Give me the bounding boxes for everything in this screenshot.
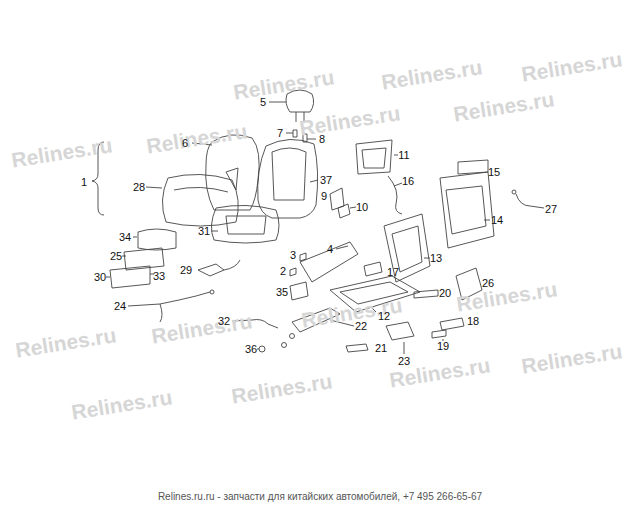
callout-number: 12: [378, 311, 390, 322]
callout-number: 1: [81, 177, 87, 188]
watermark: Relines.ru: [232, 66, 336, 103]
callout-number: 7: [277, 128, 283, 139]
callout-number: 5: [260, 97, 266, 108]
callout-number: 35: [276, 287, 288, 298]
callout-number: 15: [488, 167, 500, 178]
callout-number: 22: [355, 321, 367, 332]
watermark: Relines.ru: [298, 102, 402, 139]
callout-number: 16: [402, 176, 414, 187]
callout-number: 37: [320, 175, 332, 186]
callout-number: 30: [94, 272, 106, 283]
callout-number: 31: [198, 226, 210, 237]
callout-number: 23: [398, 356, 410, 367]
callout-number: 24: [114, 301, 126, 312]
callout-number: 27: [545, 204, 557, 215]
watermark: Relines.ru: [70, 386, 174, 423]
callout-number: 2: [280, 266, 286, 277]
callout-number: 4: [327, 244, 333, 255]
callout-number: 34: [119, 232, 131, 243]
watermark: Relines.ru: [520, 340, 624, 377]
watermark: Relines.ru: [14, 324, 118, 361]
watermark: Relines.ru: [230, 370, 334, 407]
callout-number: 3: [290, 250, 296, 261]
callout-number: 17: [387, 267, 399, 278]
callout-number: 9: [321, 191, 327, 202]
callout-number: 36: [245, 344, 257, 355]
watermark: Relines.ru: [455, 278, 559, 315]
callout-number: 28: [133, 182, 145, 193]
watermark: Relines.ru: [452, 88, 556, 125]
footer-note: Relines.ru.ru - запчасти для китайских а…: [158, 492, 482, 502]
callout-number: 25: [110, 251, 122, 262]
callout-number: 29: [180, 265, 192, 276]
watermark: Relines.ru: [380, 56, 484, 93]
callout-number: 11: [398, 150, 409, 161]
callout-number: 10: [356, 202, 368, 213]
callout-number: 14: [491, 215, 503, 226]
callout-number: 32: [218, 316, 230, 327]
callout-number: 19: [437, 341, 449, 352]
callout-number: 8: [319, 134, 325, 145]
callout-number: 13: [430, 253, 442, 264]
callout-number: 20: [439, 288, 451, 299]
callout-number: 6: [182, 138, 188, 149]
watermark: Relines.ru: [520, 48, 624, 85]
watermark: Relines.ru: [145, 120, 249, 157]
callout-number: 33: [153, 271, 165, 282]
callout-number: 26: [482, 278, 494, 289]
callout-number: 21: [375, 343, 387, 354]
callout-number: 18: [467, 316, 479, 327]
watermark: Relines.ru: [150, 310, 254, 347]
